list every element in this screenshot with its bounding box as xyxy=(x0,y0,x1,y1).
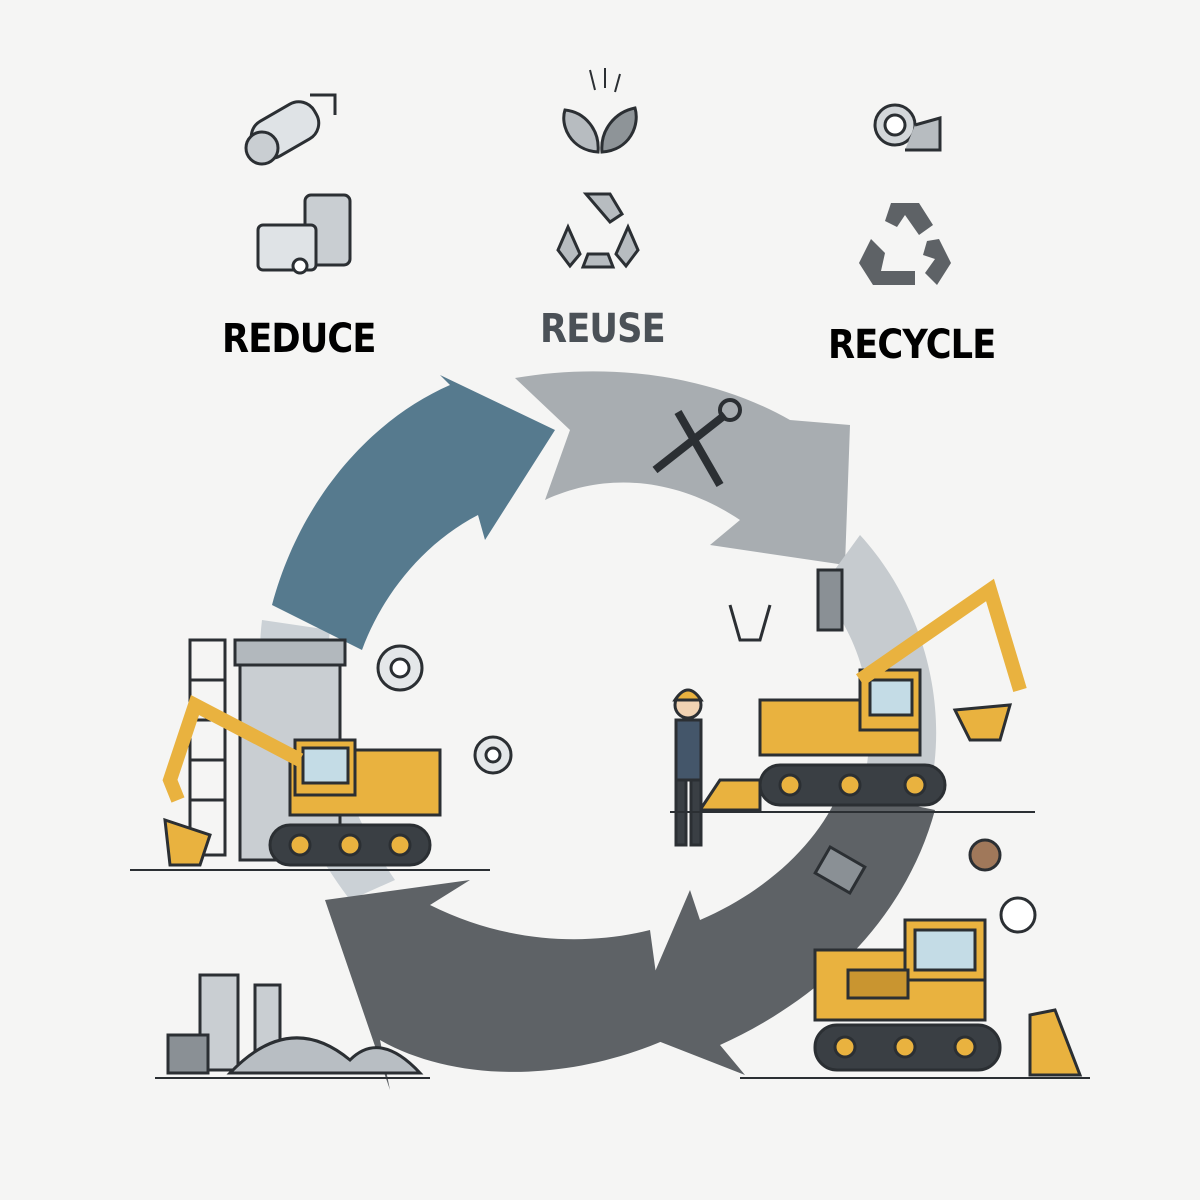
label-reuse: REUSE xyxy=(540,306,666,352)
metal-parts-icon xyxy=(256,193,352,275)
reduce-scene xyxy=(130,638,513,871)
arrow-recycle-down xyxy=(630,790,935,1075)
recycle-icon xyxy=(556,192,640,269)
reduce-icons xyxy=(244,93,352,275)
tools-icon xyxy=(652,398,742,487)
bulldozer xyxy=(813,918,1083,1077)
material-stockpile xyxy=(155,973,430,1079)
arrow-reuse-to-recycle xyxy=(515,371,850,565)
leaves-icon xyxy=(562,68,638,154)
recycle-scene xyxy=(740,838,1090,1079)
cycle-arrows xyxy=(259,371,937,1090)
recycle-symbol-icon xyxy=(859,203,951,285)
debris-block xyxy=(813,844,867,896)
label-reduce: REDUCE xyxy=(222,316,376,362)
rock xyxy=(968,838,1002,872)
pipe-icon xyxy=(244,93,337,166)
reuse-icons xyxy=(556,68,640,269)
excavator-right xyxy=(697,578,1027,812)
worker xyxy=(672,688,704,847)
arrow-reduce-to-reuse xyxy=(272,375,555,650)
gauge-icon xyxy=(999,896,1037,934)
tape-roll-icon xyxy=(873,103,942,152)
gripper-icon xyxy=(728,604,772,642)
arrow-return-to-reduce xyxy=(325,880,665,1090)
label-recycle: RECYCLE xyxy=(828,322,996,368)
hydraulic-breaker xyxy=(816,568,844,632)
scaffold xyxy=(188,638,227,857)
recycle-icons xyxy=(859,103,951,285)
reuse-scene xyxy=(670,568,1035,847)
excavator-left xyxy=(162,694,442,867)
